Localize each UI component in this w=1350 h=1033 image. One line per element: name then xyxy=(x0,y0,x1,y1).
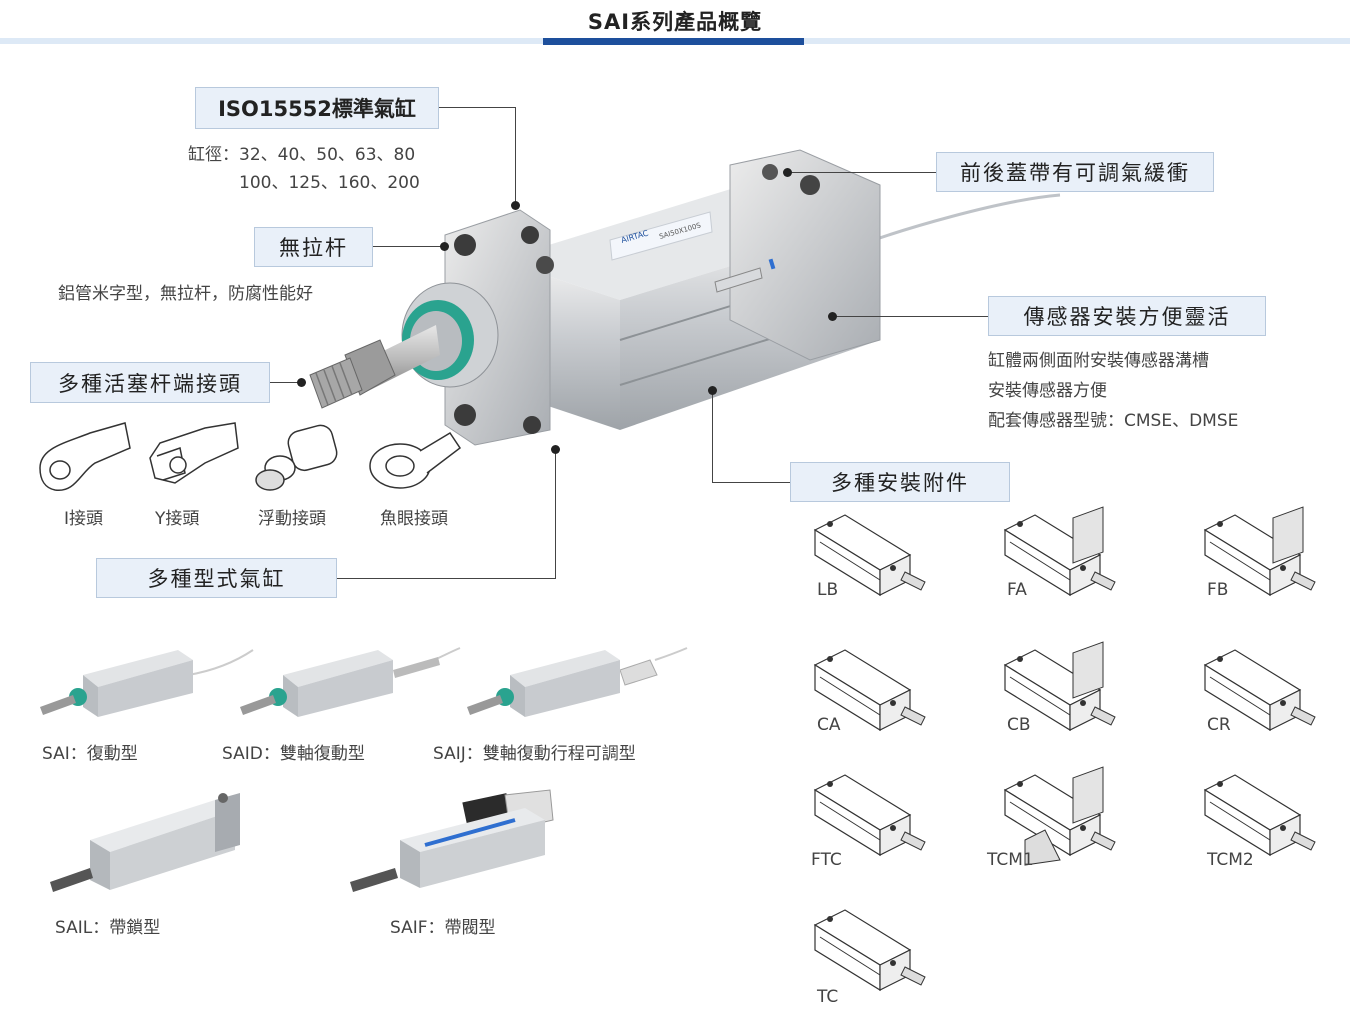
accessory-label-tcm2: TCM2 xyxy=(1207,850,1254,870)
type-label-saij: SAIJ：雙軸復動行程可調型 xyxy=(433,744,636,764)
accessory-label-ca: CA xyxy=(817,715,841,735)
accessory-label-tcm1: TCM1 xyxy=(987,850,1034,870)
joint-label-y: Y接頭 xyxy=(155,509,200,529)
title-accent-bar xyxy=(543,38,804,45)
type-label-said: SAID：雙軸復動型 xyxy=(222,744,365,764)
saif-cylinder-image xyxy=(350,789,554,892)
accessory-ca-image xyxy=(813,649,926,732)
no-tie-rod-callout-dot xyxy=(440,242,449,251)
joint-label-i: I接頭 xyxy=(64,509,104,529)
accessory-label-cb: CB xyxy=(1007,715,1031,735)
joint-label-fisheye: 魚眼接頭 xyxy=(380,509,448,529)
accessory-tcm1-image xyxy=(1003,766,1116,866)
type-label-sai: SAI：復動型 xyxy=(42,744,138,764)
sai-cylinder-image xyxy=(40,649,254,717)
accessory-cb-image xyxy=(1003,641,1116,732)
iso-callout-box: ISO15552標準氣缸 xyxy=(195,87,439,129)
cushion-callout-box: 前後蓋帶有可調氣緩衝 xyxy=(936,152,1214,192)
saij-cylinder-image xyxy=(467,647,688,717)
bore-sizes-line2: 100、125、160、200 xyxy=(239,173,420,193)
main-cylinder-image: AIRTAC SAI50X100S xyxy=(309,149,1061,446)
accessory-fa-image xyxy=(1003,506,1116,597)
accessory-ftc-image xyxy=(813,774,926,857)
sensor-description-3: 配套傳感器型號：CMSE、DMSE xyxy=(988,411,1239,431)
no-tie-rod-description: 鋁管米字型，無拉杆，防腐性能好 xyxy=(58,284,313,304)
types-callout-dot xyxy=(551,445,560,454)
y-joint-icon xyxy=(149,422,239,484)
accessory-tcm2-image xyxy=(1203,774,1316,857)
sensor-description-1: 缸體兩側面附安裝傳感器溝槽 xyxy=(988,351,1209,371)
mounting-callout-box: 多種安裝附件 xyxy=(790,462,1010,502)
type-label-sail: SAIL：帶鎖型 xyxy=(55,918,161,938)
iso-callout-dot xyxy=(511,201,520,210)
accessory-label-tc: TC xyxy=(817,987,839,1007)
rod-end-callout-dot xyxy=(297,378,306,387)
sensor-description-2: 安裝傳感器方便 xyxy=(988,381,1107,401)
accessory-fb-image xyxy=(1203,506,1316,597)
cylinder-types-callout-box: 多種型式氣缸 xyxy=(96,558,337,598)
mounting-callout-dot xyxy=(708,386,717,395)
joint-label-floating: 浮動接頭 xyxy=(258,509,326,529)
type-label-saif: SAIF：帶閥型 xyxy=(390,918,496,938)
accessory-lb-image xyxy=(813,514,926,597)
bore-sizes-line1: 缸徑：32、40、50、63、80 xyxy=(188,145,416,165)
accessory-label-fa: FA xyxy=(1007,580,1027,600)
accessory-label-ftc: FTC xyxy=(811,850,842,870)
sensor-callout-dot xyxy=(828,312,837,321)
rod-end-callout-box: 多種活塞杆端接頭 xyxy=(30,362,270,403)
fisheye-joint-icon xyxy=(369,431,462,489)
page-title: SAI系列產品概覽 xyxy=(587,10,763,34)
accessory-label-cr: CR xyxy=(1207,715,1231,735)
accessory-tc-image xyxy=(813,909,926,992)
accessory-label-fb: FB xyxy=(1207,580,1229,600)
i-joint-icon xyxy=(39,422,131,491)
sail-cylinder-image xyxy=(50,793,240,892)
floating-joint-icon xyxy=(255,424,338,491)
said-cylinder-image xyxy=(240,647,461,717)
cushion-callout-dot xyxy=(783,168,792,177)
accessory-cr-image xyxy=(1203,649,1316,732)
sensor-callout-box: 傳感器安裝方便靈活 xyxy=(988,296,1266,336)
no-tie-rod-callout-box: 無拉杆 xyxy=(254,227,373,267)
accessory-label-lb: LB xyxy=(817,580,839,600)
